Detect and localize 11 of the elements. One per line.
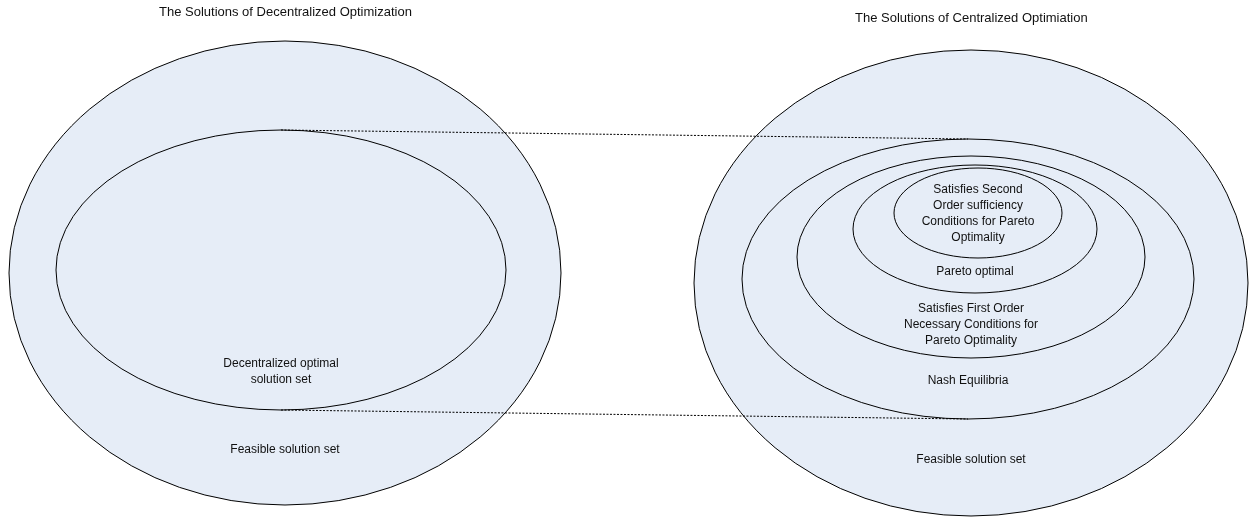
set-heading: The Solutions of Decentralized Optimization: [159, 4, 412, 20]
set-label: Feasible solution set: [229, 441, 341, 457]
set-label: Satisfies First Order Necessary Conditions for Pareto Optimality: [903, 300, 1039, 348]
dashed-line: [280, 409, 969, 420]
set-label: Pareto optimal: [935, 263, 1015, 279]
set-label: Satisfies Second Order sufficiency Conditions for Pareto Optimality: [920, 181, 1036, 245]
set-label: Feasible solution set: [915, 451, 1027, 467]
set-heading: The Solutions of Centralized Optimiation: [855, 10, 1088, 26]
dashed-line: [280, 129, 969, 140]
set-label: Nash Equilibria: [926, 372, 1010, 388]
set-label: Decentralized optimal solution set: [222, 355, 340, 387]
